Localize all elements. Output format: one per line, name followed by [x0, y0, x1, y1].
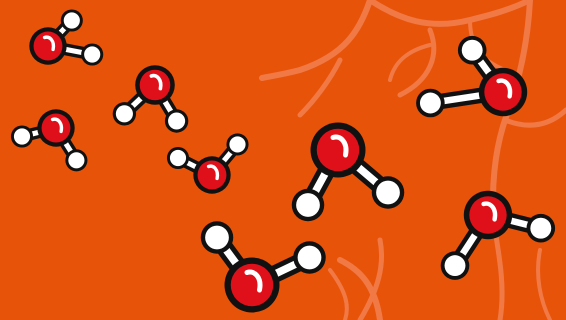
molecule-4 — [166, 133, 249, 196]
molecule-8 — [440, 191, 556, 280]
molecule-7 — [200, 221, 326, 312]
molecule-5 — [291, 123, 405, 222]
molecule-2 — [112, 63, 189, 133]
molecule-1 — [27, 9, 104, 67]
molecule-6 — [416, 35, 527, 117]
vein-pattern — [259, 0, 566, 320]
molecule-3 — [10, 107, 88, 172]
